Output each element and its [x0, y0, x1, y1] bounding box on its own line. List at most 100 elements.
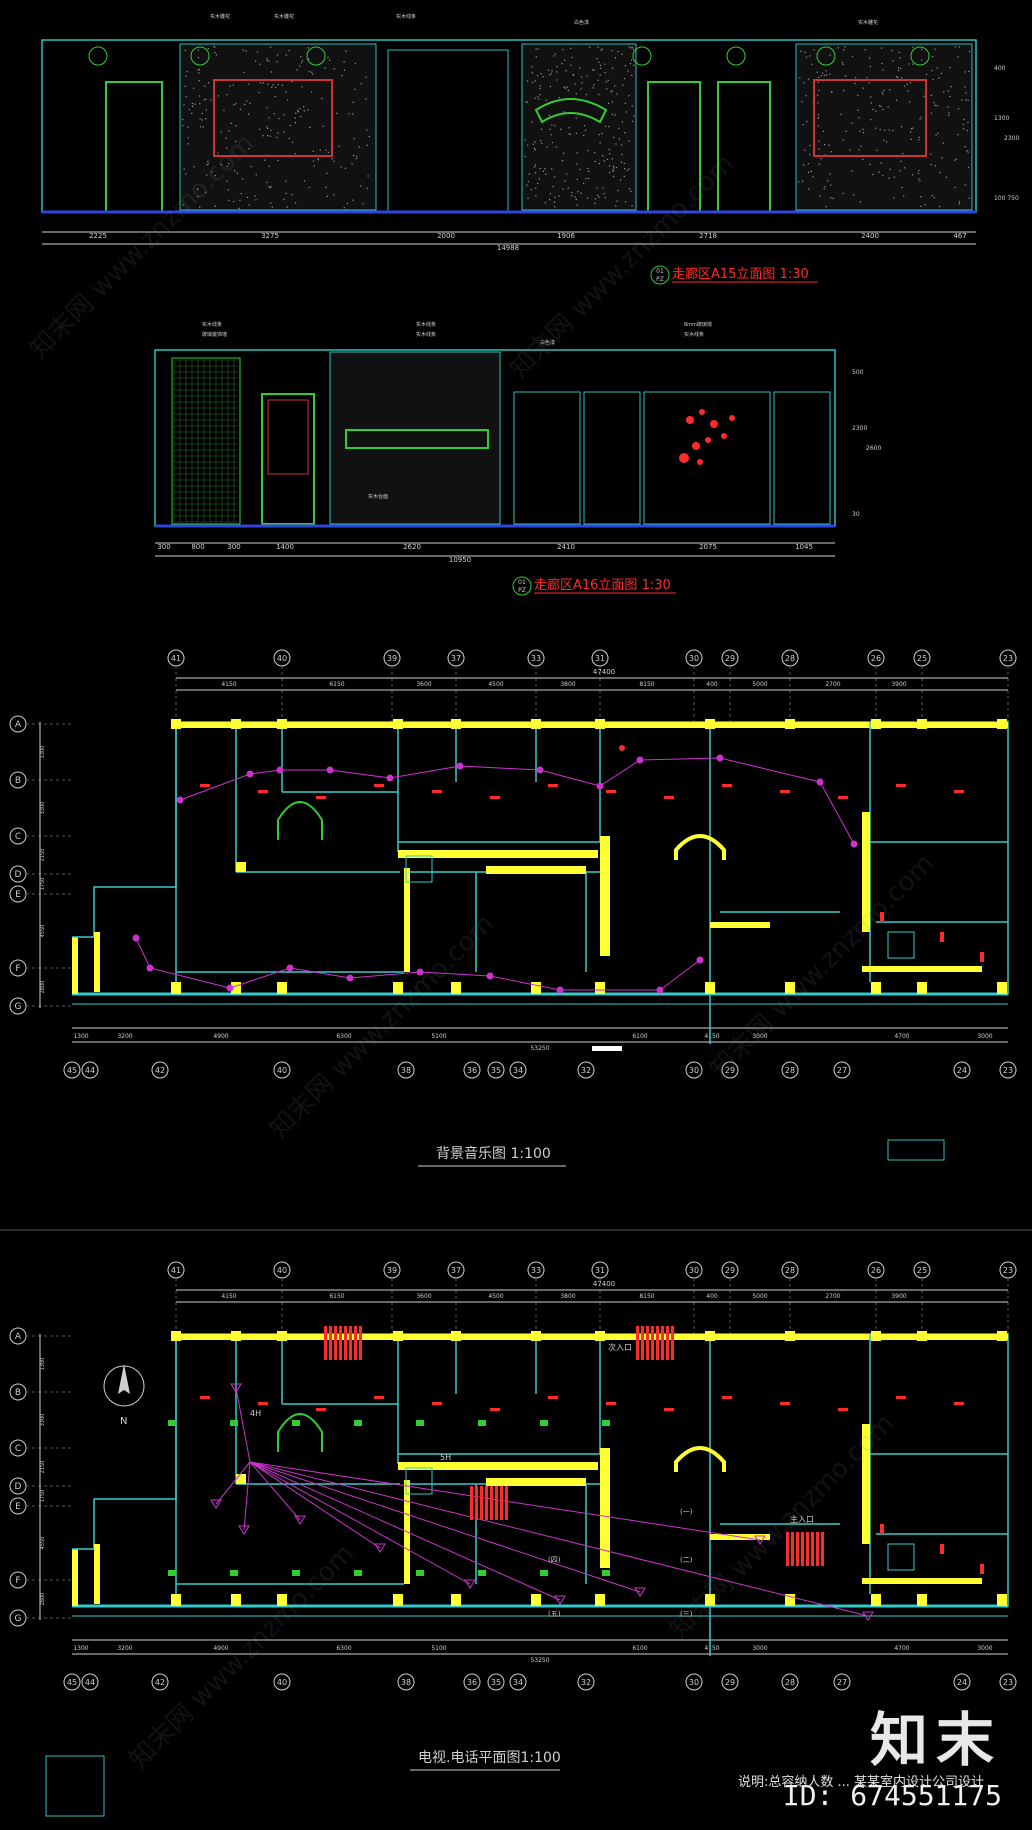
stone-speck [810, 170, 812, 172]
stone-speck [844, 75, 847, 77]
callout: 玻璃装饰墙 [202, 331, 227, 338]
axis-label: 36 [467, 1066, 477, 1075]
audio-wire [539, 769, 601, 787]
stair-tread [806, 1532, 809, 1566]
audio-wire [179, 773, 251, 801]
stone-speck [605, 81, 607, 83]
axis-bubble [685, 1673, 703, 1691]
stone-speck [860, 145, 862, 147]
stone-speck [806, 120, 808, 123]
dim-label: 6300 [336, 1033, 351, 1040]
row-dim: 3300 [40, 1414, 46, 1427]
stone-speck [534, 141, 536, 143]
stone-speck [919, 180, 921, 182]
stone-speck [196, 188, 199, 190]
stair-tread [349, 1326, 352, 1360]
speaker-icon [132, 934, 140, 942]
stone-speck [558, 195, 560, 197]
stone-speck [580, 76, 583, 78]
tv-cable [235, 1387, 251, 1463]
stone-speck [564, 59, 566, 61]
callout: 实木线条 [416, 321, 436, 328]
stone-speck [918, 169, 920, 172]
stone-speck [875, 127, 877, 129]
stone-speck [802, 124, 804, 126]
stone-speck [542, 170, 544, 172]
door-mark [258, 790, 268, 793]
stair-tread [359, 1326, 362, 1360]
row-dim: 1750 [40, 1490, 46, 1503]
entrance-mark [592, 1046, 622, 1051]
stone-speck [291, 194, 293, 196]
stone-speck [567, 89, 569, 92]
stone-speck [267, 128, 269, 130]
stone-speck [807, 78, 810, 80]
stone-speck [943, 91, 945, 93]
stone-speck [259, 63, 261, 65]
axis-label: 45 [67, 1678, 77, 1687]
stone-speck [352, 113, 354, 115]
column [231, 1331, 241, 1341]
row-dim: 1750 [40, 878, 46, 891]
stone-speck [900, 160, 902, 162]
legend-box [887, 1139, 945, 1161]
row-label: A [15, 720, 22, 730]
lantern-icon [726, 46, 746, 66]
stone-speck [534, 97, 536, 99]
structural-wall [862, 1578, 982, 1584]
stone-speck [325, 186, 327, 188]
stone-speck [817, 125, 820, 127]
column [531, 982, 541, 994]
stone-speck [184, 85, 186, 87]
stone-speck [857, 109, 859, 111]
stone-speck [881, 62, 883, 65]
row-dim: 2150 [40, 849, 46, 862]
structural-wall [710, 922, 770, 928]
stone-speck [626, 169, 628, 171]
drawing-badge [650, 265, 670, 285]
stone-speck [909, 82, 911, 84]
stone-speck [628, 188, 631, 190]
lattice-door [105, 81, 163, 213]
column [917, 1331, 927, 1341]
stone-speck [617, 190, 619, 192]
stone-speck [823, 74, 825, 77]
stone-speck [233, 170, 236, 172]
phone-outlet-icon [602, 1420, 610, 1426]
stone-speck [633, 64, 635, 66]
stone-speck [552, 185, 554, 188]
stone-speck [954, 46, 956, 48]
door-mark [606, 1402, 616, 1405]
stone-speck [931, 194, 933, 197]
stone-speck [906, 83, 908, 85]
stone-speck [549, 193, 552, 195]
dim-label: 3900 [891, 681, 906, 688]
stone-speck [958, 46, 960, 48]
stone-speck [801, 180, 804, 182]
stone-speck [583, 182, 585, 184]
axis-label: 25 [917, 1266, 927, 1275]
stone-speck [333, 160, 335, 162]
stone-speck [214, 52, 216, 54]
stair-tread [495, 1486, 498, 1520]
stone-speck [604, 71, 606, 74]
stone-speck [226, 180, 228, 182]
stone-speck [596, 187, 598, 189]
axis-label: 33 [531, 1266, 541, 1275]
stone-speck [300, 115, 302, 118]
stone-speck [872, 173, 874, 176]
stone-speck [211, 171, 213, 173]
dim-label: 3000 [752, 1033, 767, 1040]
stone-speck [535, 48, 537, 50]
audio-wire [659, 959, 701, 991]
stone-speck [567, 187, 569, 189]
axis-label: 45 [67, 1066, 77, 1075]
stone-speck [270, 129, 272, 131]
stone-speck [882, 69, 884, 71]
stone-speck [547, 69, 550, 71]
stone-speck [887, 106, 889, 108]
stair-tread [646, 1326, 649, 1360]
speaker-icon [246, 770, 254, 778]
stair-tread [500, 1486, 503, 1520]
dim-total: 47400 [593, 1280, 615, 1288]
